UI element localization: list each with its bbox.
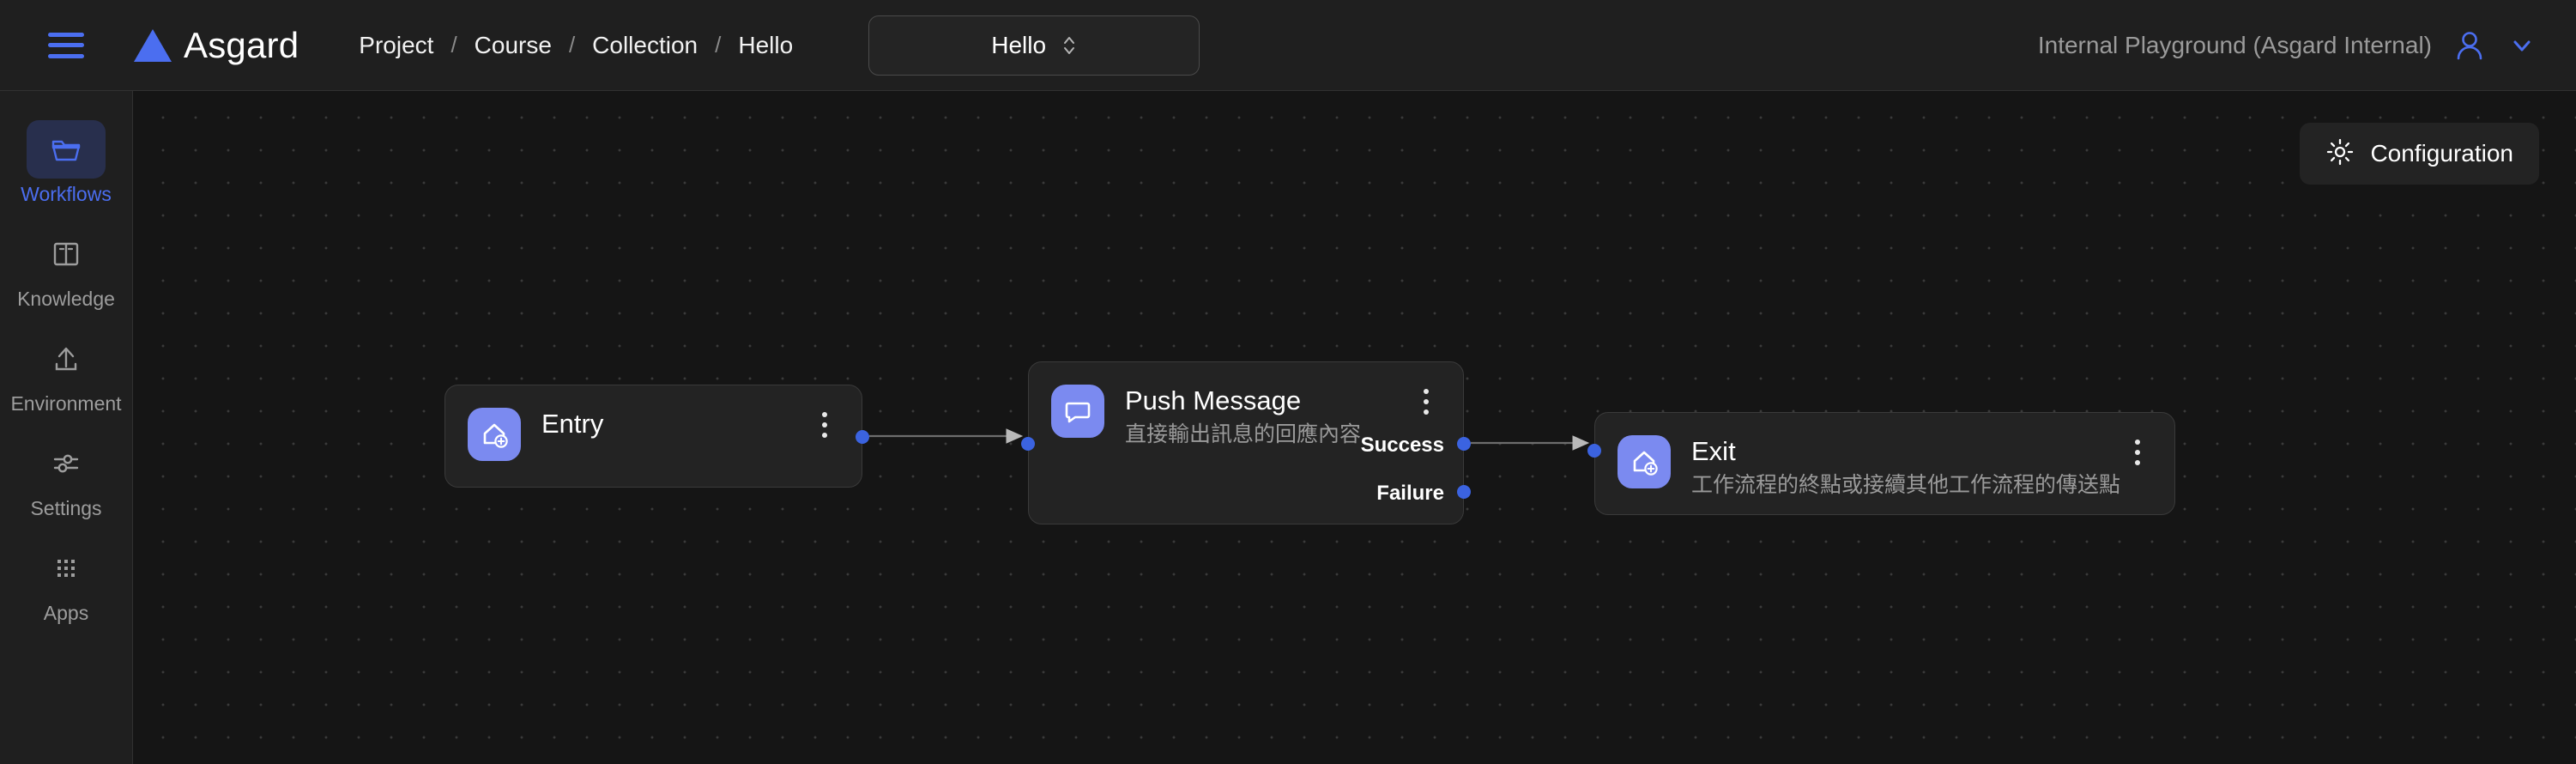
upload-icon [27, 330, 106, 388]
app-header: Asgard Project / Course / Collection / H… [0, 0, 2576, 91]
node-input-port-exit[interactable] [1587, 444, 1601, 458]
home-plus-icon [468, 408, 521, 461]
breadcrumb: Project / Course / Collection / Hello [357, 32, 795, 59]
sidebar-label-environment: Environment [10, 392, 122, 415]
breadcrumb-separator: / [715, 32, 722, 58]
triangle-logo-icon [134, 28, 172, 62]
sidebar-item-settings[interactable]: Settings [11, 434, 121, 520]
workflow-canvas[interactable]: Configuration Entry [133, 91, 2576, 764]
chevron-up-down-icon [1061, 34, 1077, 57]
node-menu-exit[interactable] [2123, 435, 2152, 470]
node-title-entry: Entry [541, 409, 604, 439]
workflow-node-entry[interactable]: Entry [444, 385, 869, 488]
app-logo[interactable]: Asgard [134, 25, 299, 66]
sidebar-label-settings: Settings [30, 497, 102, 519]
workflow-selector[interactable]: Hello [868, 15, 1200, 76]
message-icon [1051, 385, 1104, 438]
gear-icon [2325, 137, 2355, 171]
sidebar-label-workflows: Workflows [21, 183, 112, 205]
workflow-node-push-message[interactable]: Push Message 直接輸出訊息的回應內容 Success Failure [1021, 361, 1471, 524]
workflow-selector-value: Hello [991, 31, 1047, 58]
node-title-push-message: Push Message [1125, 385, 1302, 415]
sliders-icon [27, 434, 106, 493]
node-output-port-success[interactable] [1457, 437, 1471, 451]
sidebar-item-workflows[interactable]: Workflows [11, 120, 121, 206]
organization-name: Internal Playground (Asgard Internal) [2037, 32, 2432, 58]
sidebar-item-apps[interactable]: Apps [11, 539, 121, 625]
breadcrumb-item-course[interactable]: Course [474, 31, 552, 58]
node-title-exit: Exit [1691, 436, 1736, 466]
home-plus-icon [1618, 435, 1671, 488]
node-menu-entry[interactable] [810, 408, 839, 442]
node-output-port-entry[interactable] [856, 430, 869, 444]
breadcrumb-item-collection[interactable]: Collection [592, 31, 698, 58]
sidebar-label-apps: Apps [43, 602, 89, 624]
node-menu-push-message[interactable] [1412, 385, 1441, 419]
folder-icon [27, 120, 106, 179]
left-sidebar: Workflows Knowledge Environment [0, 91, 133, 764]
breadcrumb-separator: / [450, 32, 457, 58]
breadcrumb-item-hello[interactable]: Hello [738, 31, 794, 58]
chevron-down-icon[interactable] [2507, 31, 2537, 60]
sidebar-item-environment[interactable]: Environment [10, 330, 122, 415]
node-subtitle-push-message: 直接輸出訊息的回應內容 [1125, 422, 1362, 446]
book-icon [27, 225, 106, 283]
grid-dots-icon [27, 539, 106, 597]
configuration-button[interactable]: Configuration [2300, 123, 2539, 185]
breadcrumb-separator: / [568, 32, 576, 58]
node-subtitle-exit: 工作流程的終點或接續其他工作流程的傳送點 [1691, 473, 2121, 497]
user-avatar-icon[interactable] [2451, 27, 2488, 64]
brand-name: Asgard [184, 24, 299, 65]
hamburger-icon[interactable] [48, 32, 84, 58]
node-input-port-push-message[interactable] [1021, 437, 1035, 451]
node-output-port-failure[interactable] [1457, 485, 1471, 499]
node-output-label-failure: Failure [1376, 482, 1444, 505]
node-output-label-success: Success [1360, 434, 1444, 457]
configuration-label: Configuration [2370, 140, 2513, 167]
breadcrumb-item-project[interactable]: Project [359, 31, 434, 58]
sidebar-label-knowledge: Knowledge [17, 288, 115, 310]
workflow-node-exit[interactable]: Exit 工作流程的終點或接續其他工作流程的傳送點 [1587, 412, 2175, 515]
header-right-cluster: Internal Playground (Asgard Internal) [2038, 0, 2537, 91]
sidebar-item-knowledge[interactable]: Knowledge [11, 225, 121, 311]
